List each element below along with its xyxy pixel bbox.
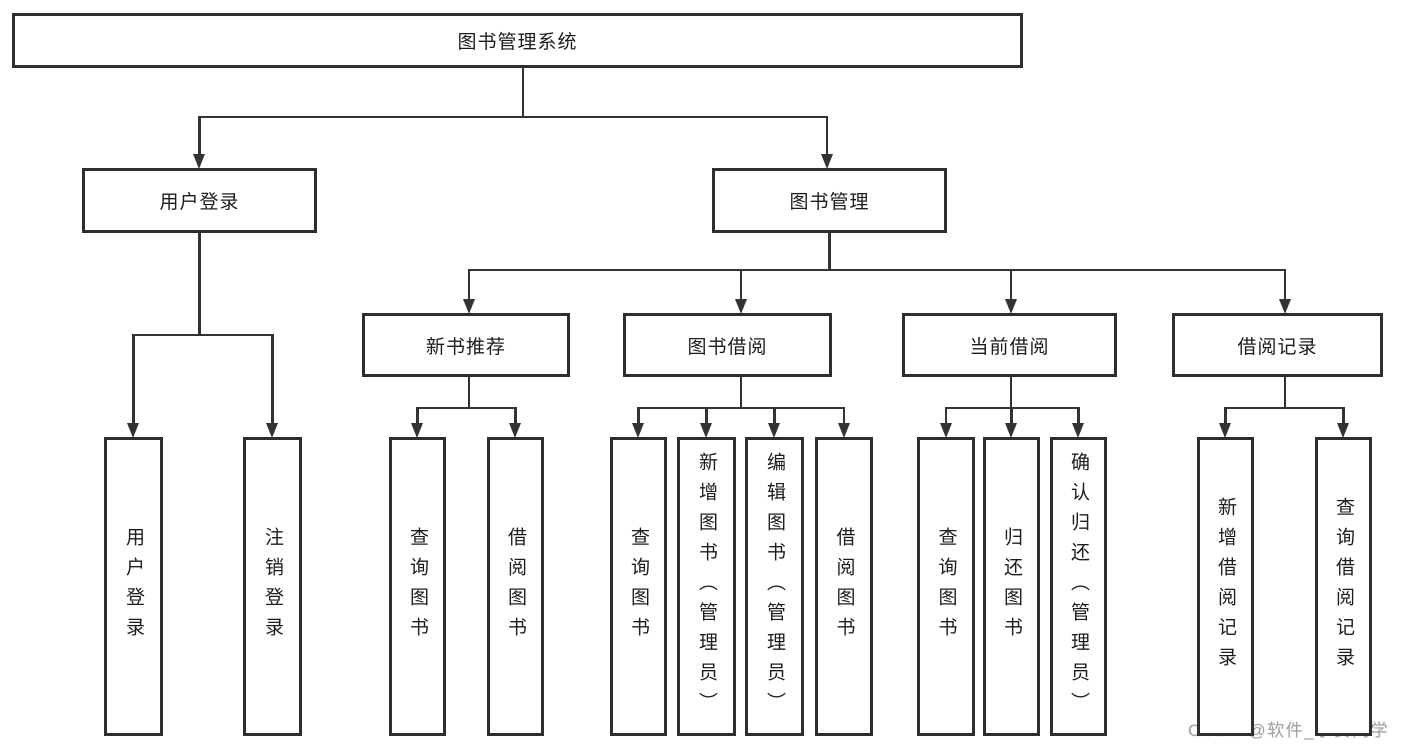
node-leaf-bb-query: 查询图书 (610, 437, 667, 736)
node-label: 查询借阅记录 (1333, 496, 1354, 677)
node-label: 用户登录 (159, 192, 240, 213)
arrowhead-down-leaf-bb-borrow (837, 423, 850, 438)
node-borrow-record: 借阅记录 (1172, 313, 1383, 377)
connector-book-mgmt-bus (467, 268, 1287, 272)
connector-drop-leaf-bb-query (637, 406, 640, 425)
connector-drop-leaf-bb-edit (773, 406, 776, 425)
node-label: 图书管理 (789, 192, 870, 213)
arrowhead-down-leaf-nb-query (411, 423, 423, 438)
arrowhead-down-book-mgmt (820, 154, 833, 169)
node-label: 编辑图书（管理员） (764, 451, 785, 722)
node-current-borrow: 当前借阅 (902, 313, 1117, 377)
node-leaf-nb-query: 查询图书 (389, 437, 446, 736)
connector-drop-borrow-record (1283, 268, 1287, 301)
connector-new-book-rec-stem (467, 376, 471, 410)
node-leaf-br-query: 查询借阅记录 (1315, 437, 1372, 736)
arrowhead-down-leaf-cb-return (1005, 423, 1017, 438)
node-label: 归还图书 (1001, 526, 1022, 647)
connector-user-login-bus (132, 333, 274, 337)
node-label: 查询图书 (628, 526, 649, 647)
connector-drop-leaf-br-query (1342, 406, 1345, 425)
connector-drop-leaf-cb-confirm (1077, 406, 1080, 425)
node-label: 注销登录 (262, 526, 283, 647)
node-leaf-user-login: 用户登录 (104, 437, 163, 736)
node-leaf-bb-borrow: 借阅图书 (815, 437, 873, 736)
arrowhead-down-leaf-br-add (1219, 423, 1231, 438)
node-new-book-rec: 新书推荐 (362, 313, 570, 377)
node-book-borrow: 图书借阅 (623, 313, 832, 377)
node-label: 查询图书 (935, 526, 957, 647)
connector-new-book-rec-bus (416, 406, 517, 410)
node-leaf-cb-confirm: 确认归还（管理员） (1050, 437, 1107, 736)
connector-drop-leaf-cb-return (1010, 406, 1013, 425)
node-label: 新书推荐 (425, 336, 506, 358)
connector-drop-leaf-br-add (1224, 406, 1227, 425)
node-label: 图书管理系统 (457, 32, 578, 53)
node-user-login: 用户登录 (82, 168, 317, 233)
arrowhead-down-leaf-user-login (127, 423, 139, 438)
arrowhead-down-leaf-cb-query (939, 423, 952, 438)
connector-drop-leaf-bb-borrow (842, 406, 846, 425)
connector-current-borrow-stem (1009, 376, 1013, 410)
node-book-mgmt: 图书管理 (712, 168, 947, 233)
arrowhead-down-current-borrow (1004, 299, 1017, 314)
node-leaf-br-add: 新增借阅记录 (1197, 437, 1254, 736)
node-label: 新增借阅记录 (1215, 496, 1236, 677)
connector-borrow-record-stem (1283, 376, 1287, 410)
connector-drop-book-mgmt (825, 115, 829, 156)
connector-drop-leaf-nb-query (416, 406, 419, 425)
node-label: 图书借阅 (687, 336, 768, 358)
connector-root-bus (198, 115, 829, 119)
connector-drop-leaf-cb-query (944, 406, 948, 425)
connector-drop-current-borrow (1009, 268, 1013, 301)
connector-drop-leaf-user-login (132, 333, 135, 425)
arrowhead-down-leaf-bb-add (700, 423, 712, 438)
connector-drop-user-login (198, 115, 201, 156)
node-label: 查询图书 (407, 526, 428, 647)
node-label: 借阅记录 (1237, 336, 1318, 358)
connector-drop-leaf-logout (271, 333, 274, 425)
node-label: 用户登录 (123, 526, 144, 647)
connector-book-borrow-stem (739, 376, 743, 410)
node-leaf-cb-return: 归还图书 (983, 437, 1040, 736)
connector-book-borrow-bus (637, 406, 846, 410)
arrowhead-down-user-login (193, 154, 205, 169)
connector-drop-book-borrow (739, 268, 743, 301)
node-leaf-cb-query: 查询图书 (917, 437, 975, 736)
arrowhead-down-book-borrow (734, 299, 747, 314)
node-leaf-logout: 注销登录 (243, 437, 302, 736)
arrowhead-down-leaf-br-query (1337, 423, 1349, 438)
node-label: 确认归还（管理员） (1068, 451, 1089, 722)
arrowhead-down-leaf-bb-edit (768, 423, 780, 438)
node-label: 借阅图书 (833, 526, 855, 647)
arrowhead-down-leaf-cb-confirm (1072, 423, 1084, 438)
node-label: 当前借阅 (969, 336, 1050, 358)
arrowhead-down-leaf-logout (266, 423, 278, 438)
connector-drop-new-book-rec (467, 268, 471, 301)
arrowhead-down-borrow-record (1278, 299, 1291, 314)
connector-borrow-record-bus (1224, 406, 1345, 410)
arrowhead-down-leaf-nb-borrow (509, 423, 521, 438)
connector-root-stem (521, 67, 525, 119)
connector-book-mgmt-stem (828, 232, 831, 272)
node-leaf-bb-add: 新增图书（管理员） (677, 437, 736, 736)
node-label: 借阅图书 (505, 526, 526, 647)
arrowhead-down-new-book-rec (462, 299, 475, 314)
node-leaf-nb-borrow: 借阅图书 (487, 437, 544, 736)
connector-user-login-stem (198, 232, 201, 337)
node-leaf-bb-edit: 编辑图书（管理员） (745, 437, 804, 736)
connector-drop-leaf-nb-borrow (514, 406, 517, 425)
arrowhead-down-leaf-bb-query (632, 423, 644, 438)
node-label: 新增图书（管理员） (696, 451, 717, 722)
connector-drop-leaf-bb-add (705, 406, 708, 425)
node-root: 图书管理系统 (12, 13, 1023, 68)
